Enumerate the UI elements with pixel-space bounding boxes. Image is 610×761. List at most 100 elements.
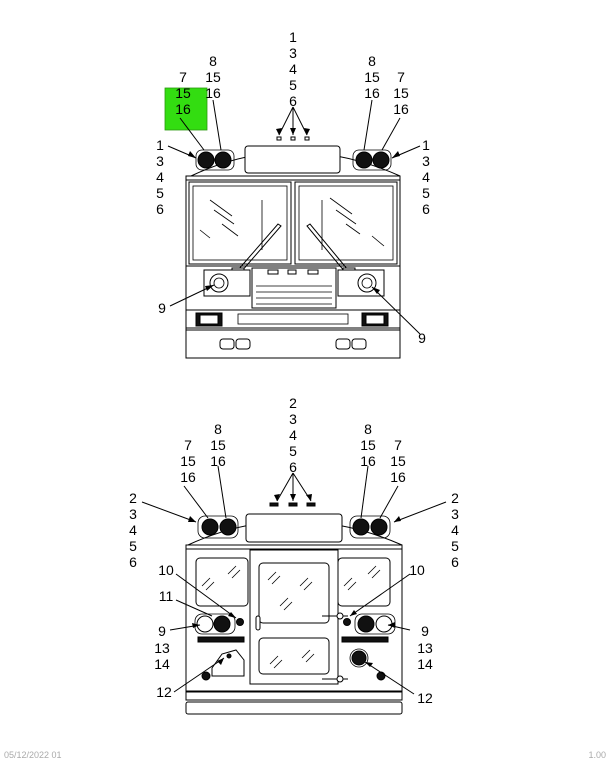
front-roof-marker-center xyxy=(290,136,296,141)
callout: 16 xyxy=(364,85,380,101)
front-callouts-right-side: 1 3 4 5 6 xyxy=(422,137,430,217)
callout: 6 xyxy=(451,554,459,570)
front-windshield-left xyxy=(188,181,292,265)
callout: 7 xyxy=(179,69,187,85)
rear-round-lamp-right-ring xyxy=(349,648,369,668)
callout: 4 xyxy=(451,522,459,538)
callout: 16 xyxy=(393,101,409,117)
callout: 8 xyxy=(364,421,372,437)
rear-window-glare xyxy=(201,565,381,591)
callout: 3 xyxy=(289,45,297,61)
front-windshield-right xyxy=(294,181,398,265)
callout: 2 xyxy=(289,395,297,411)
front-wiper-right xyxy=(306,223,349,273)
callout: 6 xyxy=(289,93,297,109)
rear-arrowheads xyxy=(188,494,401,667)
rear-lower-lamp-left xyxy=(201,671,211,681)
rear-warning-lamp-right-inner xyxy=(352,518,370,536)
rear-body xyxy=(185,544,403,692)
rear-lamp-housing-right xyxy=(349,515,391,539)
callout: 16 xyxy=(205,85,221,101)
rear-callouts-upper-left-inner: 8 15 16 xyxy=(210,421,226,469)
front-fog-lamp-right-inner xyxy=(365,314,385,325)
rear-lamp-housing-left xyxy=(197,515,239,539)
rear-view: 2 3 4 5 6 7 15 16 8 15 16 8 15 16 7 15 1… xyxy=(129,395,459,715)
rear-roof-marker-center xyxy=(288,502,298,507)
rear-callouts-top-center: 2 3 4 5 6 xyxy=(289,395,297,475)
front-callout-headlamp-left: 9 xyxy=(158,300,166,316)
callout: 16 xyxy=(360,453,376,469)
front-tow-slot-left-b xyxy=(235,338,251,350)
rear-sign-panel xyxy=(245,513,343,543)
callout: 6 xyxy=(129,554,137,570)
front-windshield-left-inner xyxy=(192,185,288,261)
callout: 3 xyxy=(451,506,459,522)
callout: 5 xyxy=(156,185,164,201)
front-callouts-upper-right-outer: 7 15 16 xyxy=(393,69,409,117)
rear-callout-right-10: 10 xyxy=(409,562,425,578)
front-headlamp-right xyxy=(357,273,377,293)
callout: 7 xyxy=(184,437,192,453)
callout: 1 xyxy=(422,137,430,153)
footer-left-code: 05/12/2022 01 xyxy=(4,750,62,760)
rear-tail-lamp-left xyxy=(213,615,231,633)
front-warning-lamp-left-outer xyxy=(197,151,215,169)
front-headlamp-right-inner xyxy=(361,277,373,289)
rear-emergency-door xyxy=(249,549,339,685)
front-warning-lamp-right-outer xyxy=(372,151,390,169)
front-callouts-top-center: 1 3 4 5 6 xyxy=(289,29,297,109)
rear-door-handle xyxy=(255,615,261,631)
rear-marker-lamp-left xyxy=(236,618,244,626)
callout: 15 xyxy=(390,453,406,469)
front-callouts-upper-right-inner: 8 15 16 xyxy=(364,53,380,101)
rear-marker-lamp-right xyxy=(343,618,351,626)
front-roof-marker-right xyxy=(304,136,310,141)
highlight-box xyxy=(164,87,208,131)
rear-round-lamp-right xyxy=(351,650,367,666)
front-tow-slot-right-b xyxy=(351,338,367,350)
rear-callouts-left-side: 2 3 4 5 6 xyxy=(129,490,137,570)
callout: 8 xyxy=(214,421,222,437)
callout: 16 xyxy=(390,469,406,485)
front-view: 1 3 4 5 6 7 15 16 8 15 16 8 15 16 7 15 1… xyxy=(156,29,430,359)
callout: 6 xyxy=(422,201,430,217)
callout: 8 xyxy=(368,53,376,69)
rear-reflector-strip-left xyxy=(197,636,245,643)
callout: 16 xyxy=(180,469,196,485)
front-roof-marker-left xyxy=(276,136,282,141)
front-warning-lamp-right-inner xyxy=(355,151,373,169)
front-fog-lamp-left-inner xyxy=(199,314,219,325)
callout: 16 xyxy=(175,101,191,117)
rear-warning-lamp-right-outer xyxy=(370,518,388,536)
rear-lower-lamp-right xyxy=(376,671,386,681)
callout: 7 xyxy=(397,69,405,85)
rear-warning-lamp-left-inner xyxy=(219,518,237,536)
rear-door-hinges xyxy=(322,612,348,683)
callout: 15 xyxy=(205,69,221,85)
callout: 4 xyxy=(129,522,137,538)
rear-leader-lines xyxy=(141,465,447,695)
callout: 4 xyxy=(289,61,297,77)
front-destination-sign xyxy=(244,145,341,174)
front-bumper xyxy=(185,309,401,329)
front-windshield-right-inner xyxy=(298,185,394,261)
rear-callout-left-10: 10 xyxy=(158,562,174,578)
callout: 15 xyxy=(364,69,380,85)
front-grille xyxy=(251,267,337,309)
callout: 15 xyxy=(180,453,196,469)
rear-backup-lamp-right xyxy=(375,615,393,633)
rear-callout-left-13: 13 xyxy=(154,640,170,656)
callout: 1 xyxy=(289,29,297,45)
rear-warning-lamp-left-outer xyxy=(201,518,219,536)
rear-callouts-upper-right-outer: 7 15 16 xyxy=(390,437,406,485)
callout: 16 xyxy=(210,453,226,469)
callout: 5 xyxy=(129,538,137,554)
front-callouts-upper-left-outer: 7 15 16 xyxy=(175,69,191,117)
front-windshield-glare xyxy=(199,197,385,250)
rear-callout-right-9: 9 xyxy=(421,623,429,639)
rear-callouts-upper-left-outer: 7 15 16 xyxy=(180,437,196,485)
rear-callout-right-13: 13 xyxy=(417,640,433,656)
rear-bumper-lower xyxy=(185,701,403,715)
front-lamp-housing-right xyxy=(352,149,392,171)
